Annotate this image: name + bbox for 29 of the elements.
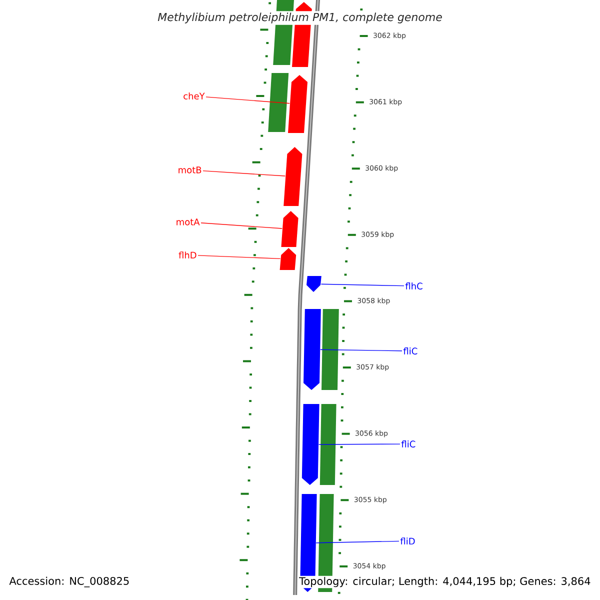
leader-line <box>316 540 400 544</box>
leader-line <box>318 444 400 445</box>
gene-block <box>306 276 322 292</box>
leader-line <box>320 349 402 352</box>
leader-line <box>202 170 286 176</box>
gene-label: flhD <box>178 252 196 258</box>
genome-info-text: Topology: circular; Length: 4,044,195 bp; Genes: 3,864 <box>298 576 592 588</box>
gene-bar <box>268 73 289 132</box>
gene-bar <box>322 309 339 390</box>
leader-line <box>198 255 281 260</box>
accession-text: Accession: NC_008825 <box>9 576 129 588</box>
gene-block <box>284 147 302 206</box>
leader-line <box>320 284 404 286</box>
gene-label: cheY <box>184 92 205 100</box>
gene-block <box>302 404 320 485</box>
leader-line <box>200 222 282 229</box>
gene-block <box>281 211 298 247</box>
gene-label: fliC <box>401 440 416 448</box>
leader-line <box>206 96 290 104</box>
gene-label: fliD <box>400 538 415 544</box>
gene-label: motB <box>178 166 202 174</box>
gene-label: fliC <box>403 348 418 354</box>
title: Methylibium petroleiphilum PM1, complete genome <box>156 11 444 25</box>
gene-block <box>304 309 321 390</box>
gene-label: flhC <box>405 282 422 290</box>
gene-bar <box>320 404 336 485</box>
gene-block <box>280 248 296 270</box>
gene-block <box>288 75 308 133</box>
gene-label: motA <box>176 218 200 226</box>
